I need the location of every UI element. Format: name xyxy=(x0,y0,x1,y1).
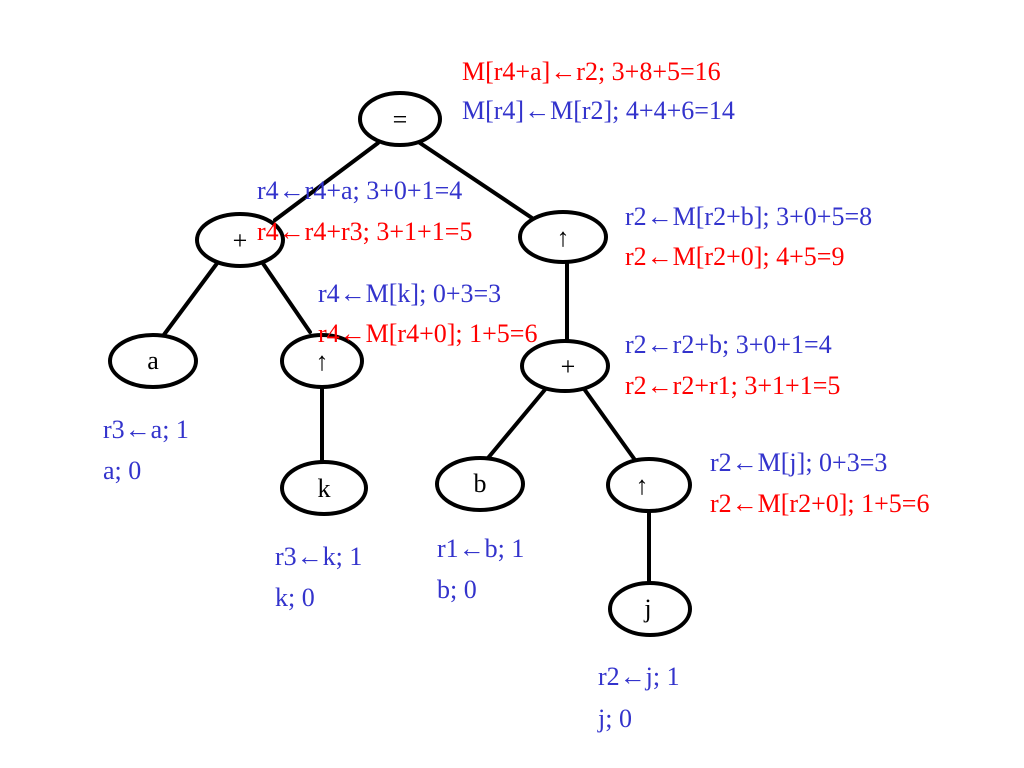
node-plus-inner-label: + xyxy=(561,352,576,381)
annotation-leaf-k-line-1: r3←k; 1 xyxy=(275,542,362,571)
node-leaf-b-shape xyxy=(435,456,525,512)
annotation-plus-left-line-1: r4←r4+a; 3+0+1=4 xyxy=(257,176,462,205)
edge-plus-inner-to-deref-j xyxy=(580,384,637,462)
annotation-leaf-j-line-2: j; 0 xyxy=(597,704,632,733)
annotation-deref-j-line-1: r2←M[j]; 0+3=3 xyxy=(710,448,887,477)
annotation-deref-k-line-2: r4←M[r4+0]; 1+5=6 xyxy=(318,319,537,348)
annotation-root-line-1: M[r4+a]←r2; 3+8+5=16 xyxy=(462,57,721,86)
node-leaf-k-shape xyxy=(280,460,368,516)
edge-root-to-plus-left xyxy=(273,141,380,222)
edge-plus-inner-to-b xyxy=(486,384,550,460)
node-plus-left: + xyxy=(195,212,285,268)
annotation-leaf-b-line-2: b; 0 xyxy=(437,575,477,604)
annotation-leaf-a-line-2: a; 0 xyxy=(103,456,141,485)
node-leaf-a-shape xyxy=(108,333,198,389)
node-deref-k-shape xyxy=(280,333,364,389)
node-leaf-b: b xyxy=(435,456,525,512)
edge-plus-left-to-deref-k xyxy=(260,260,312,334)
edge-plus-left-to-a xyxy=(161,260,220,338)
node-leaf-b-label: b xyxy=(474,469,487,498)
node-deref-k: ↑ xyxy=(280,333,364,389)
node-plus-left-label: + xyxy=(233,226,248,255)
annotation-leaf-b-line-1: r1←b; 1 xyxy=(437,534,524,563)
cost-annotations: M[r4+a]←r2; 3+8+5=16 M[r4]←M[r2]; 4+4+6=… xyxy=(103,57,929,733)
node-deref-right-shape xyxy=(518,210,608,264)
annotation-deref-j-line-2: r2←M[r2+0]; 1+5=6 xyxy=(710,489,929,518)
annotation-root-line-2: M[r4]←M[r2]; 4+4+6=14 xyxy=(462,96,735,125)
node-leaf-j: j xyxy=(608,581,692,637)
node-deref-right: ↑ xyxy=(518,210,608,264)
annotation-leaf-a-line-1: r3←a; 1 xyxy=(103,415,189,444)
node-deref-k-label: ↑ xyxy=(316,347,329,376)
node-deref-j-shape xyxy=(606,457,692,513)
node-deref-j: ↑ xyxy=(606,457,692,513)
annotation-leaf-k-line-2: k; 0 xyxy=(275,583,315,612)
node-leaf-a-label: a xyxy=(147,346,159,375)
annotation-deref-k-line-1: r4←M[k]; 0+3=3 xyxy=(318,279,501,308)
edge-root-to-deref-right xyxy=(418,141,537,222)
node-leaf-k-label: k xyxy=(318,474,331,503)
tree-nodes: = + ↑ a ↑ + k b xyxy=(108,91,692,637)
node-plus-inner: + xyxy=(520,339,610,393)
node-leaf-j-shape xyxy=(608,581,692,637)
node-plus-left-shape xyxy=(195,212,285,268)
annotation-deref-right-line-2: r2←M[r2+0]; 4+5=9 xyxy=(625,242,844,271)
node-deref-j-label: ↑ xyxy=(636,471,649,500)
annotation-deref-right-line-1: r2←M[r2+b]; 3+0+5=8 xyxy=(625,202,872,231)
node-leaf-j-label: j xyxy=(643,594,651,623)
node-leaf-k: k xyxy=(280,460,368,516)
node-leaf-a: a xyxy=(108,333,198,389)
node-root-label: = xyxy=(393,105,408,134)
annotation-plus-left-line-2: r4←r4+r3; 3+1+1=5 xyxy=(257,217,472,246)
node-root: = xyxy=(358,91,442,147)
tree-edges xyxy=(161,141,651,589)
annotation-plus-inner-line-1: r2←r2+b; 3+0+1=4 xyxy=(625,330,832,359)
node-deref-right-label: ↑ xyxy=(557,223,570,252)
annotation-plus-inner-line-2: r2←r2+r1; 3+1+1=5 xyxy=(625,371,840,400)
annotation-leaf-j-line-1: r2←j; 1 xyxy=(598,662,680,691)
node-root-shape xyxy=(358,91,442,147)
node-plus-inner-shape xyxy=(520,339,610,393)
